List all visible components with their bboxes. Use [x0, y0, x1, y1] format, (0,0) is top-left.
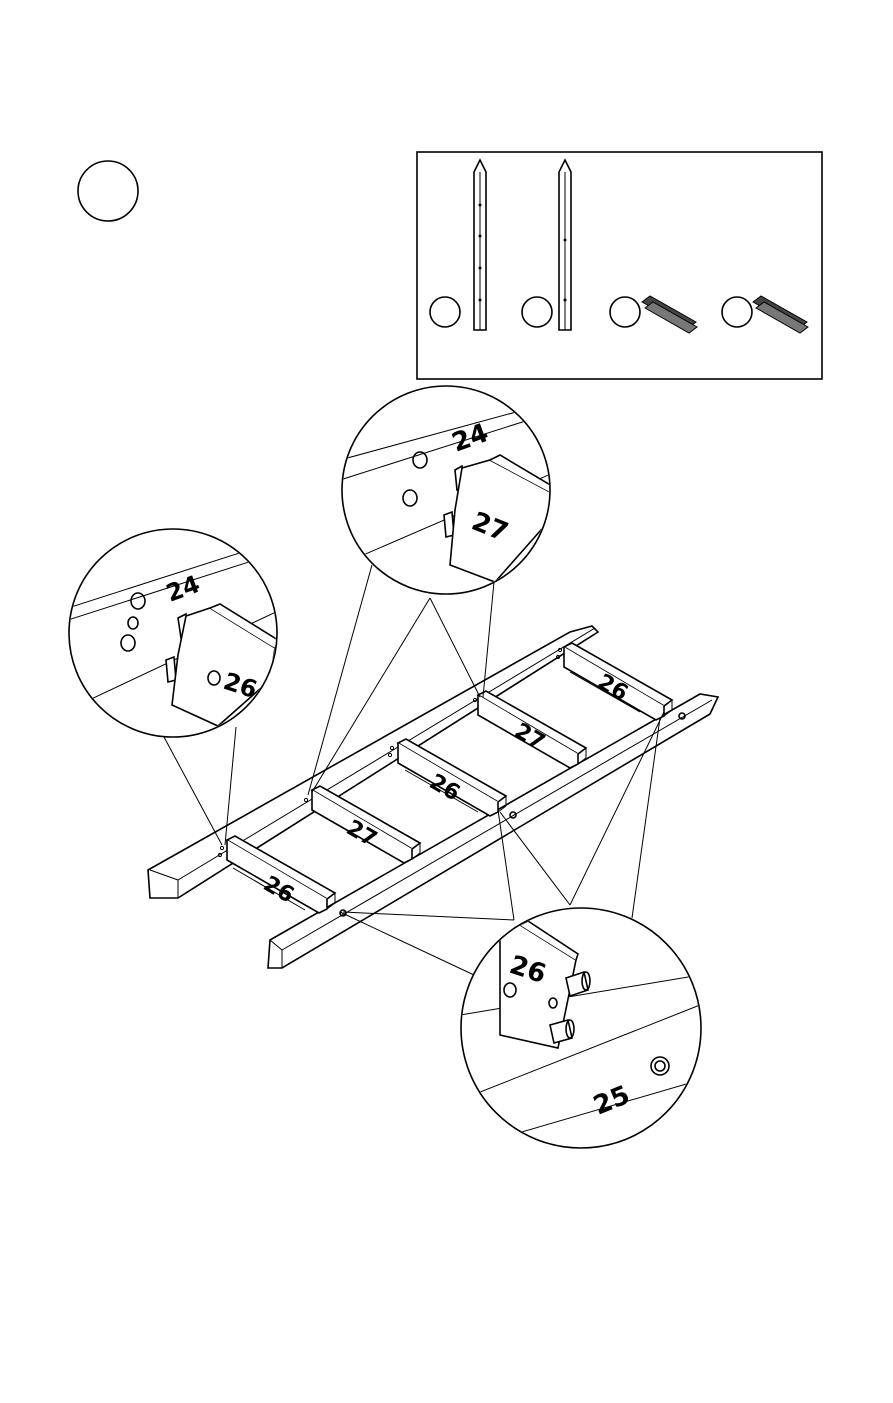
cross-rail-26-front: 26 — [227, 836, 335, 913]
short-rail-icon — [722, 296, 808, 333]
cross-rail-27-front: 27 — [312, 786, 420, 863]
detail-callout-bottom: 26 25 — [460, 908, 701, 1150]
parts-box — [417, 152, 822, 379]
detail-callout-left: 24 26 — [68, 529, 280, 737]
short-rail-icon — [610, 296, 697, 333]
step-number-circle — [78, 161, 138, 221]
cross-rail-27-back: 27 — [478, 691, 586, 768]
cross-rail-26-middle: 26 — [398, 739, 506, 816]
detail-callout-top: 24 27 — [340, 386, 560, 594]
cross-rail-26-back: 26 — [564, 643, 672, 720]
long-slat-icon — [522, 160, 571, 330]
long-slat-with-holes-icon — [430, 160, 486, 330]
